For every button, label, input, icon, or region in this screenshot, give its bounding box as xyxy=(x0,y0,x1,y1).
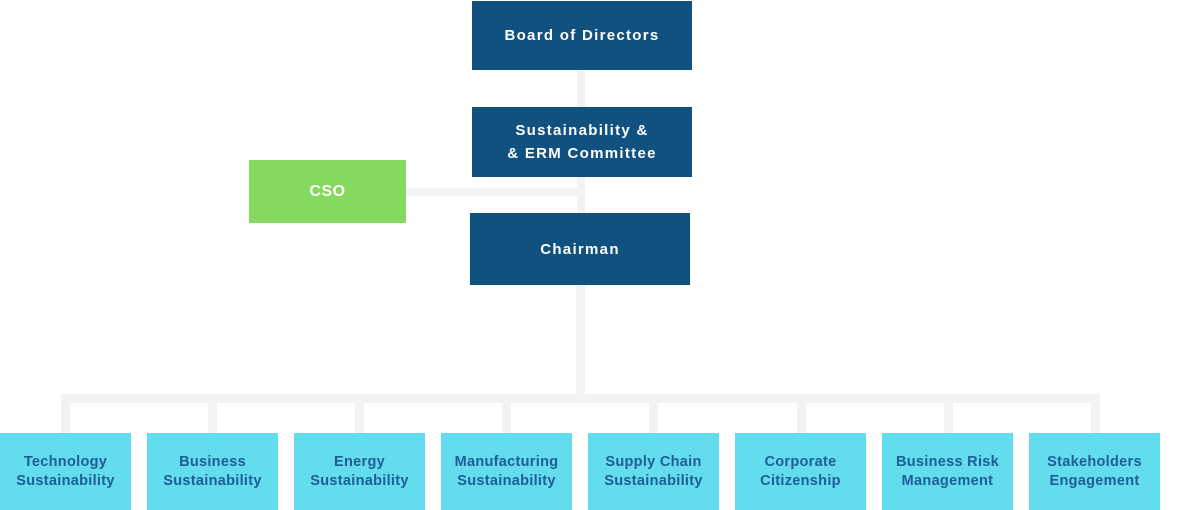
connector-board-to-committee xyxy=(577,70,585,107)
dept-energy-sustainability-node: Energy Sustainability xyxy=(294,433,425,510)
dept-corporate-citizenship-node: Corporate Citizenship xyxy=(735,433,866,510)
dept-business-risk-management-node: Business Risk Management xyxy=(882,433,1013,510)
connector-chairman-to-trunk xyxy=(576,285,585,394)
dept-label-line2: Engagement xyxy=(1049,472,1140,489)
cso-node: CSO xyxy=(249,160,406,223)
connector-stub-technology xyxy=(61,403,70,433)
connector-stub-corporate xyxy=(797,403,806,433)
dept-label-line1: Supply Chain xyxy=(605,453,702,470)
connector-trunk xyxy=(61,394,1100,403)
dept-label-line1: Business Risk xyxy=(895,453,1000,470)
dept-business-sustainability-node: Business Sustainability xyxy=(147,433,278,510)
cso-label: CSO xyxy=(309,182,346,200)
committee-label-line2: & ERM Committee xyxy=(507,145,657,162)
connector-cso-branch xyxy=(406,188,581,196)
connector-stub-manufacturing xyxy=(502,403,511,433)
board-of-directors-node: Board of Directors xyxy=(472,1,692,70)
dept-manufacturing-sustainability-node: Manufacturing Sustainability xyxy=(441,433,572,510)
board-of-directors-label: Board of Directors xyxy=(504,27,660,44)
dept-label-line2: Sustainability xyxy=(163,472,262,489)
dept-technology-sustainability-node: Technology Sustainability xyxy=(0,433,131,510)
dept-label-line1: Corporate xyxy=(764,453,837,470)
connector-stub-business-risk xyxy=(944,403,953,433)
dept-label-line1: Energy xyxy=(334,453,385,470)
committee-label-line1: Sustainability & xyxy=(515,122,649,139)
connector-committee-to-chairman xyxy=(577,177,585,213)
connector-stub-supply-chain xyxy=(649,403,658,433)
dept-label-line1: Manufacturing xyxy=(454,453,559,470)
chairman-node: Chairman xyxy=(470,213,690,285)
dept-label-line2: Management xyxy=(901,472,994,489)
connector-stub-stakeholders xyxy=(1091,403,1100,433)
dept-label-line2: Sustainability xyxy=(16,472,115,489)
connector-stub-business xyxy=(208,403,217,433)
dept-label-line2: Sustainability xyxy=(310,472,409,489)
connector-stub-energy xyxy=(355,403,364,433)
sustainability-erm-committee-node: Sustainability & & ERM Committee xyxy=(472,107,692,177)
dept-label-line1: Business xyxy=(179,453,246,470)
dept-label-line1: Technology xyxy=(23,453,108,470)
dept-label-line2: Sustainability xyxy=(457,472,556,489)
dept-stakeholders-engagement-node: Stakeholders Engagement xyxy=(1029,433,1160,510)
chairman-label: Chairman xyxy=(540,240,620,258)
dept-label-line2: Sustainability xyxy=(604,472,703,489)
dept-label-line1: Stakeholders xyxy=(1047,453,1142,470)
dept-label-line2: Citizenship xyxy=(760,472,841,489)
dept-supply-chain-sustainability-node: Supply Chain Sustainability xyxy=(588,433,719,510)
